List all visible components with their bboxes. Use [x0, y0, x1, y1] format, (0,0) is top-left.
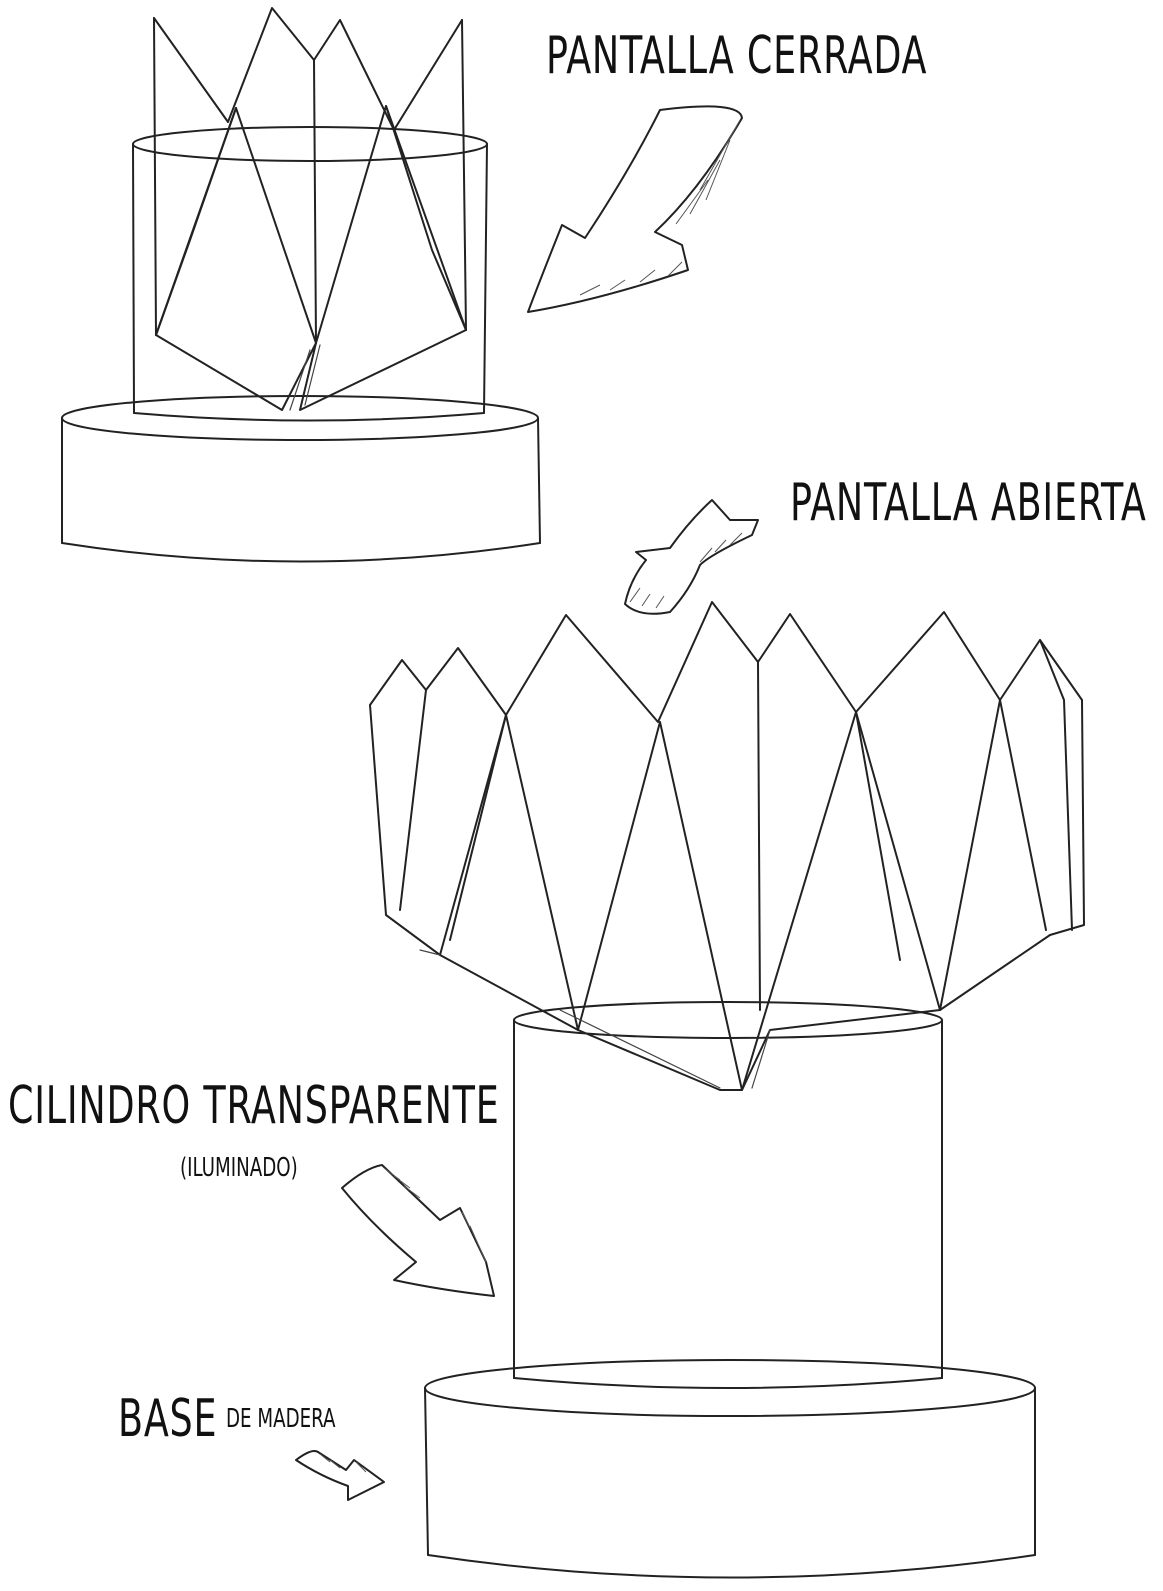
closed-lamp-base	[61, 395, 541, 563]
closed-shade-arrow	[527, 105, 743, 313]
open-lamp-base	[424, 1359, 1036, 1579]
label-base-note: DE MADERA	[226, 1404, 336, 1434]
open-shade-arrow	[624, 499, 759, 615]
closed-lamp	[61, 7, 541, 563]
label-cylinder: CILINDRO TRANSPARENTE	[8, 1076, 500, 1136]
base-arrow	[295, 1450, 385, 1501]
open-lamp-shade	[369, 601, 1085, 1091]
label-cylinder-note: (ILUMINADO)	[180, 1153, 298, 1183]
closed-lamp-shade	[153, 7, 467, 411]
open-lamp	[369, 601, 1085, 1579]
label-open-shade: PANTALLA ABIERTA	[790, 473, 1147, 533]
label-base: BASE	[118, 1389, 218, 1449]
label-closed-shade: PANTALLA CERRADA	[546, 26, 928, 86]
closed-lamp-cylinder	[132, 126, 488, 422]
open-lamp-cylinder	[513, 1001, 943, 1389]
cylinder-arrow	[341, 1164, 495, 1297]
